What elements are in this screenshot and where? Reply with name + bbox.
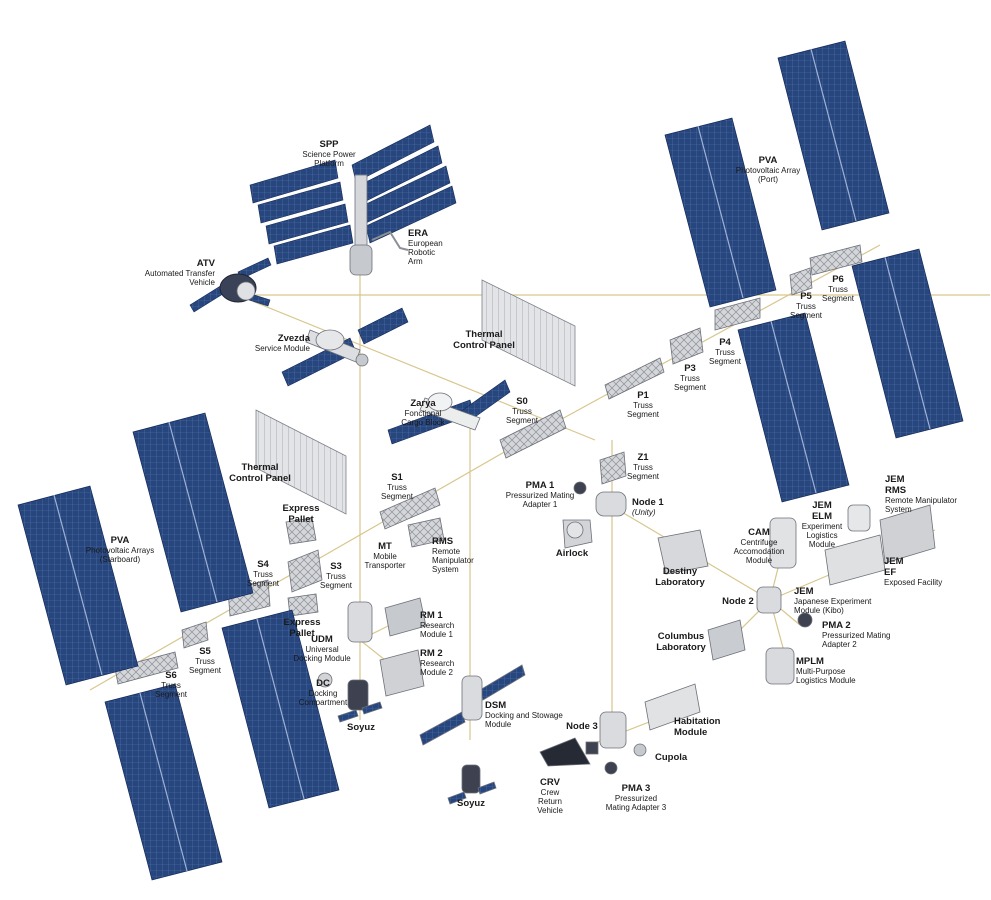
label-node2: Node 2 [722,596,754,607]
label-node3: Node 3 [566,721,598,732]
label-node1: Node 1(Unity) [632,497,664,517]
label-airlock: Airlock [556,548,588,559]
label-cupola: Cupola [655,752,687,763]
label-soyuz-bottom: Soyuz [457,798,485,809]
label-soyuz-left: Soyuz [347,722,375,733]
